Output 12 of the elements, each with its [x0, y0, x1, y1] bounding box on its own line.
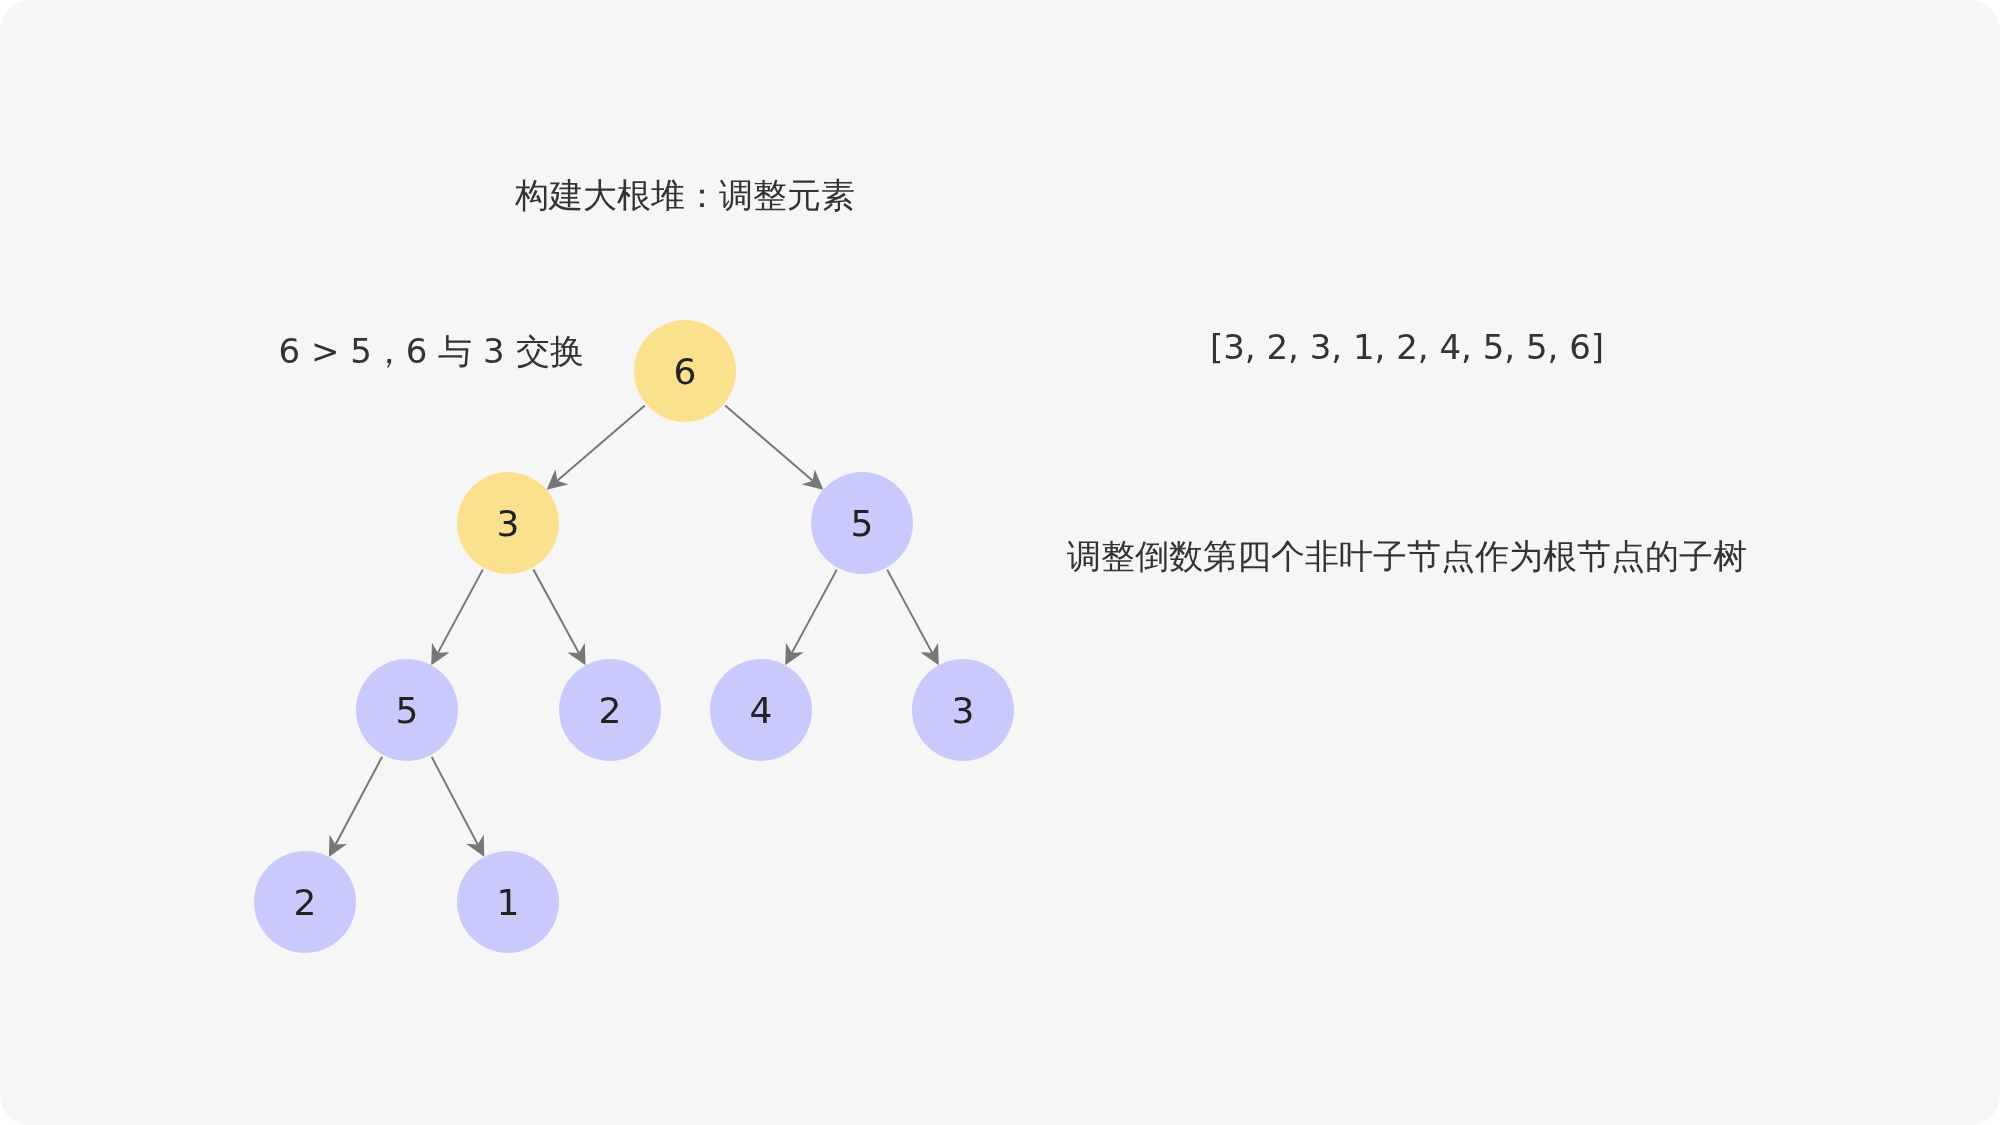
- array-text: [3, 2, 3, 1, 2, 4, 5, 5, 6]: [1209, 327, 1605, 367]
- arrow: [546, 404, 646, 490]
- note-text: 6 > 5，6 与 3 交换: [278, 330, 584, 373]
- arrow: [785, 568, 838, 666]
- arrow: [328, 755, 384, 857]
- arrow: [886, 568, 939, 666]
- arrow: [532, 568, 586, 666]
- note-text: 调整倒数第四个非叶子节点作为根节点的子树: [1067, 535, 1747, 578]
- diagram-title: 构建大根堆：调整元素: [515, 174, 855, 217]
- arrow: [430, 755, 485, 857]
- arrow: [724, 404, 824, 490]
- arrow: [431, 568, 484, 666]
